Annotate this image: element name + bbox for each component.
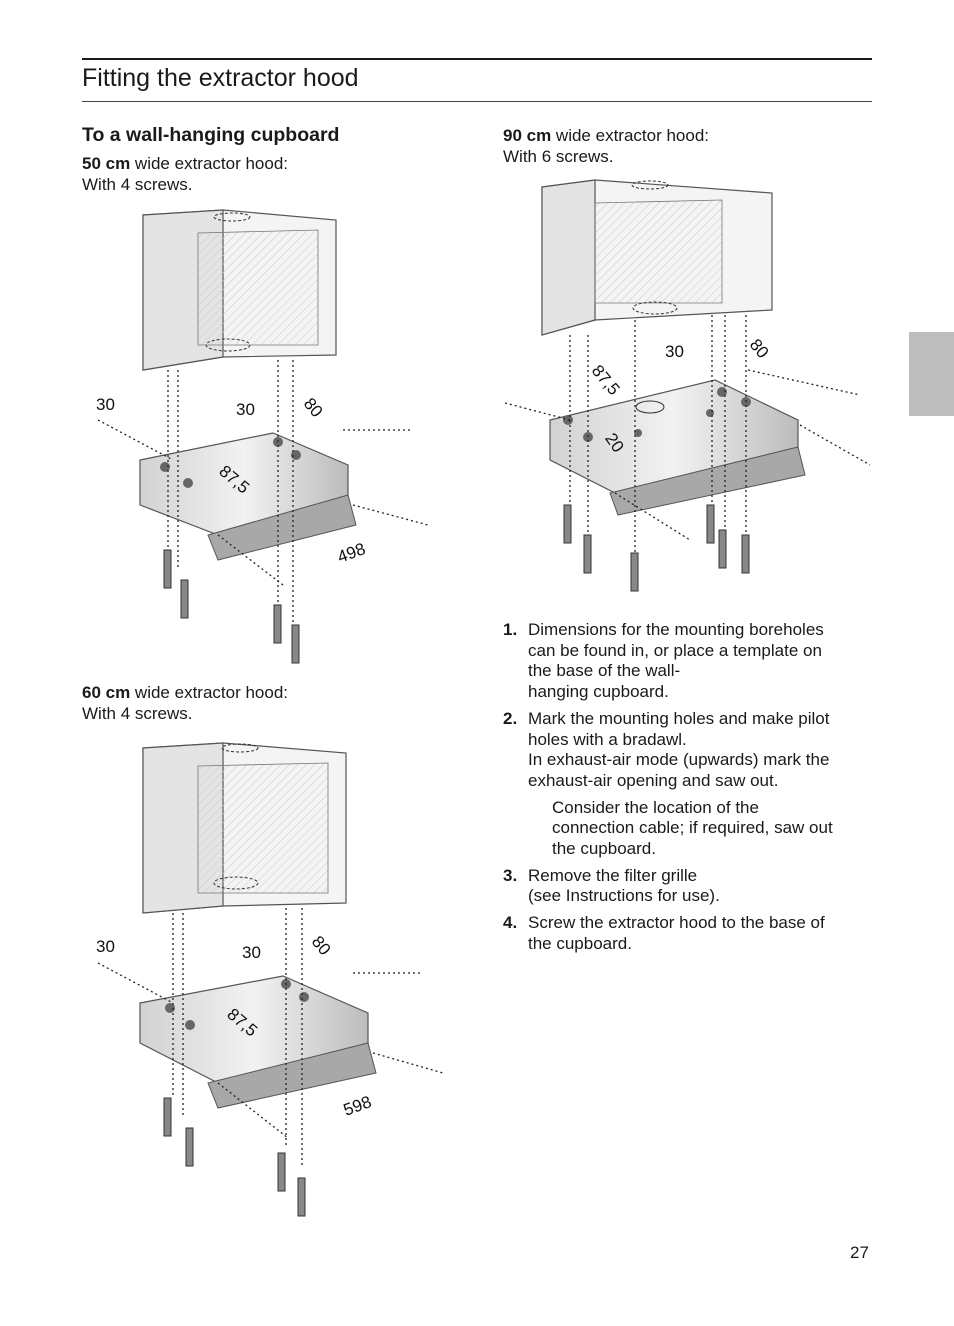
step-number: 4. bbox=[503, 913, 518, 933]
caption-50cm: 50 cm wide extractor hood: With 4 screws… bbox=[82, 153, 288, 195]
screws bbox=[563, 504, 750, 592]
caption-size: 50 cm bbox=[82, 154, 131, 173]
page-number: 27 bbox=[850, 1243, 869, 1262]
figure-60cm-hood-diagram: 30 30 80 87,5 598 bbox=[96, 742, 444, 1217]
step-text-line: Screw the extractor hood to the base of bbox=[528, 913, 825, 933]
caption-text: wide extractor hood: bbox=[130, 683, 289, 702]
instruction-steps: 1. Dimensions for the mounting boreholes… bbox=[503, 620, 873, 961]
caption-text: wide extractor hood: bbox=[130, 154, 289, 173]
figure-50cm-hood-diagram: 30 30 80 87,5 498 bbox=[96, 209, 429, 664]
dimension-label-right: 80 bbox=[308, 932, 335, 959]
dimension-label-mid: 30 bbox=[236, 400, 255, 419]
step-item: 1. Dimensions for the mounting boreholes… bbox=[503, 620, 873, 703]
header-rule-top bbox=[82, 58, 872, 60]
hood-body bbox=[139, 432, 357, 561]
step-note: Consider the location of the connection … bbox=[503, 798, 873, 860]
wall-cupboard bbox=[142, 742, 347, 914]
note-text-line: the cupboard. bbox=[552, 839, 656, 859]
hood-body bbox=[549, 379, 806, 516]
step-text-line: (see Instructions for use). bbox=[528, 886, 720, 906]
dimension-label-mid: 30 bbox=[242, 943, 261, 962]
step-text-line: Remove the filter grille bbox=[528, 865, 698, 885]
step-text-line: the base of the wall- bbox=[528, 661, 681, 681]
dimension-label-left: 30 bbox=[96, 395, 115, 414]
step-number: 3. bbox=[503, 865, 518, 885]
step-number: 1. bbox=[503, 620, 518, 639]
alignment-lines bbox=[97, 908, 444, 1168]
dimension-label-width: 598 bbox=[341, 1092, 374, 1120]
step-number: 2. bbox=[503, 708, 518, 728]
step-text-line: Dimensions for the mounting boreholes bbox=[528, 620, 824, 639]
step-item: 4. Screw the extractor hood to the base … bbox=[503, 913, 873, 954]
step-item: 2. Mark the mounting holes and make pilo… bbox=[503, 709, 873, 792]
step-text-line: In exhaust-air mode (upwards) mark the bbox=[528, 750, 830, 770]
dimension-label-width: 498 bbox=[335, 539, 368, 567]
step-text-line: Mark the mounting holes and make pilot bbox=[528, 708, 830, 728]
dimension-label-right: 80 bbox=[300, 394, 327, 421]
caption-size: 60 cm bbox=[82, 683, 131, 702]
wall-cupboard bbox=[142, 209, 337, 371]
hood-body bbox=[139, 975, 377, 1109]
alignment-lines bbox=[97, 360, 429, 625]
header-rule-bottom bbox=[82, 101, 872, 102]
dimension-label-depth: 87,5 bbox=[588, 361, 624, 399]
section-heading: To a wall-hanging cupboard bbox=[82, 124, 340, 146]
alignment-lines bbox=[504, 315, 871, 565]
note-text-line: Consider the location of the bbox=[552, 797, 759, 817]
step-text-line: hanging cupboard. bbox=[528, 682, 669, 702]
caption-90cm: 90 cm wide extractor hood: With 6 screws… bbox=[503, 125, 709, 167]
caption-text: wide extractor hood: bbox=[551, 126, 710, 145]
dimension-label-right: 80 bbox=[746, 335, 773, 362]
section-tab-marker bbox=[909, 332, 954, 416]
dimension-label-left: 30 bbox=[96, 937, 115, 956]
note-text-line: connection cable; if required, saw out bbox=[552, 818, 833, 838]
step-text-line: can be found in, or place a template on bbox=[528, 640, 822, 660]
caption-size: 90 cm bbox=[503, 126, 552, 145]
caption-screws: With 6 screws. bbox=[503, 147, 614, 166]
step-item: 3. Remove the filter grille (see Instruc… bbox=[503, 866, 873, 907]
caption-screws: With 4 screws. bbox=[82, 175, 193, 194]
wall-cupboard bbox=[541, 179, 773, 336]
screws bbox=[163, 1097, 306, 1217]
screws bbox=[163, 549, 300, 664]
dimension-label-left: 30 bbox=[665, 342, 684, 361]
page-title: Fitting the extractor hood bbox=[82, 64, 359, 92]
step-text-line: the cupboard. bbox=[528, 933, 632, 953]
figure-90cm-hood-diagram: 30 80 87,5 20 bbox=[504, 179, 871, 592]
caption-screws: With 4 screws. bbox=[82, 704, 193, 723]
step-text-line: exhaust-air opening and saw out. bbox=[528, 770, 779, 790]
step-text-line: holes with a bradawl. bbox=[528, 729, 687, 749]
caption-60cm: 60 cm wide extractor hood: With 4 screws… bbox=[82, 682, 288, 724]
